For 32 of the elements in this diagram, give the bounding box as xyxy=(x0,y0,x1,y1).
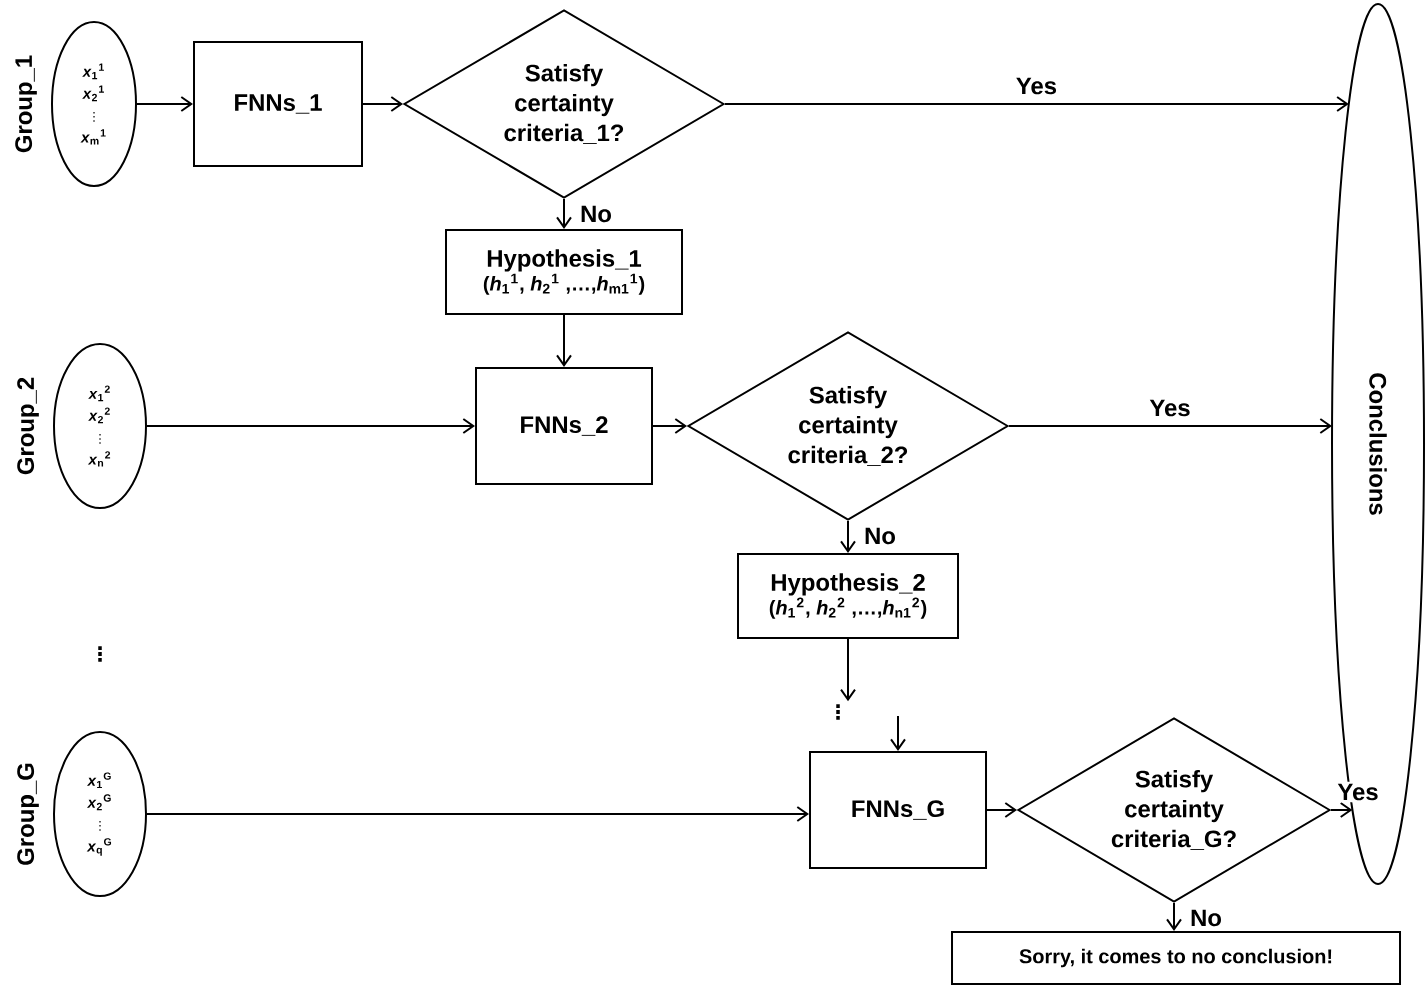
group-label: Group_2 xyxy=(17,377,39,475)
edge-label: Yes xyxy=(1335,781,1381,803)
edge-label: No xyxy=(1188,907,1224,929)
edge-label: Yes xyxy=(1013,75,1059,97)
group-label: Group_G xyxy=(17,763,39,865)
arrow xyxy=(146,418,475,434)
process-box: Sorry, it comes to no conclusion! xyxy=(951,931,1401,985)
ellipsis-mark: ⋮ xyxy=(836,704,840,720)
arrow xyxy=(986,802,1017,818)
arrow xyxy=(890,715,906,751)
arrow xyxy=(362,96,403,112)
ellipsis-mark: ⋮ xyxy=(98,646,102,662)
arrow xyxy=(556,314,572,367)
process-box: FNNs_2 xyxy=(475,367,653,485)
arrow xyxy=(1008,418,1332,434)
edge-label: Yes xyxy=(1147,397,1193,419)
group-label: Group_1 xyxy=(15,55,37,153)
arrow xyxy=(724,96,1349,112)
arrow xyxy=(556,198,572,229)
process-box: Hypothesis_1 (h$_{1}$$^{1}$, h$_{2}$$^{1}$ ,…,h$_{m1}$$^{1}$) xyxy=(445,229,683,315)
arrow xyxy=(1166,902,1182,931)
edge-label: No xyxy=(578,203,614,225)
arrow xyxy=(1330,802,1353,818)
arrow xyxy=(146,806,809,822)
arrow xyxy=(136,96,193,112)
process-box: Hypothesis_2 (h$_{1}$$^{2}$, h$_{2}$$^{2}$ ,…,h$_{n1}$$^{2}$) xyxy=(737,553,959,639)
process-box: FNNs_G xyxy=(809,751,987,869)
arrow xyxy=(840,520,856,553)
edge-label: No xyxy=(862,525,898,547)
arrow xyxy=(652,418,687,434)
process-box: FNNs_1 xyxy=(193,41,363,167)
arrow xyxy=(840,638,856,702)
